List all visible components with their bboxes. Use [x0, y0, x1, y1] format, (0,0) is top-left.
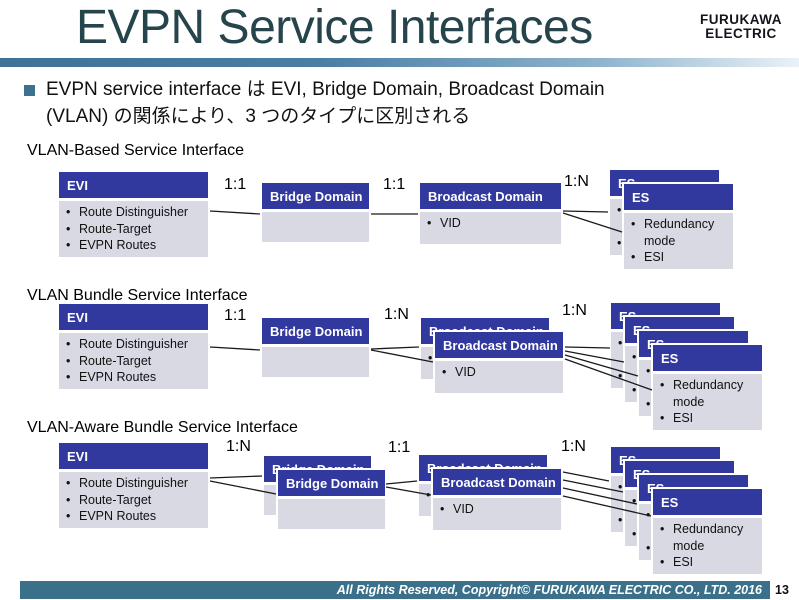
evi-node: EVI Route DistinguisherRoute-TargetEVPN R…: [57, 302, 210, 391]
es-node: ES Redundancy modeESI: [622, 182, 735, 271]
node-bullet-item: Route-Target: [63, 221, 206, 238]
bridge-node: Bridge Domain: [260, 316, 371, 379]
logo-line-2: ELECTRIC: [705, 26, 777, 41]
broadcast-node-body: VID: [435, 361, 563, 393]
es-node-body: Redundancy modeESI: [653, 374, 762, 430]
relation-label: 1:N: [562, 302, 587, 319]
node-bullet-item: Redundancy mode: [628, 216, 731, 249]
es-node: ES Redundancy modeESI: [651, 343, 764, 432]
node-bullet-item: Redundancy mode: [657, 377, 760, 410]
broadcast-node-body: VID: [433, 498, 561, 530]
es-node: ES Redundancy modeESI: [651, 487, 764, 576]
evi-node: EVI Route DistinguisherRoute-TargetEVPN R…: [57, 170, 210, 259]
bridge-node: Bridge Domain: [276, 468, 387, 531]
relation-label: 1:N: [564, 173, 589, 190]
bridge-node-body: [262, 347, 369, 377]
node-bullet-item: Route Distinguisher: [63, 336, 206, 353]
furukawa-electric-logo: FURUKAWA ELECTRIC: [691, 13, 791, 41]
es-node-title: ES: [653, 489, 762, 515]
node-bullet-item: VID: [424, 215, 559, 232]
node-bullet-item: ESI: [657, 554, 760, 571]
bullet-square-icon: [24, 85, 35, 96]
relation-label: 1:1: [224, 307, 247, 324]
es-node-title: ES: [624, 184, 733, 210]
section-label: VLAN Bundle Service Interface: [27, 287, 248, 304]
page-number: 13: [775, 583, 789, 597]
title-underline-bar: [0, 58, 799, 67]
evi-node-body: Route DistinguisherRoute-TargetEVPN Rout…: [59, 201, 208, 257]
relation-label: 1:1: [388, 439, 411, 456]
relation-label: 1:N: [226, 438, 251, 455]
bridge-node: Bridge Domain: [260, 181, 371, 244]
node-bullet-item: Route Distinguisher: [63, 204, 206, 221]
node-bullet-item: EVPN Routes: [63, 508, 206, 525]
es-node-body: Redundancy modeESI: [653, 518, 762, 574]
node-bullet-item: Route-Target: [63, 353, 206, 370]
connector-line: [385, 480, 418, 485]
node-bullet-item: VID: [439, 364, 561, 381]
node-bullet-item: ESI: [628, 249, 731, 266]
evi-node: EVI Route DistinguisherRoute-TargetEVPN R…: [57, 441, 210, 530]
connector-line: [562, 210, 609, 213]
bridge-node-title: Bridge Domain: [262, 318, 369, 344]
bridge-node-body: [278, 499, 385, 529]
copyright-text: All Rights Reserved, Copyright© FURUKAWA…: [336, 583, 762, 597]
broadcast-node-title: Broadcast Domain: [420, 183, 561, 209]
evi-node-body: Route DistinguisherRoute-TargetEVPN Rout…: [59, 472, 208, 528]
connector-line: [209, 475, 263, 479]
relation-label: 1:1: [383, 176, 406, 193]
node-bullet-item: VID: [437, 501, 559, 518]
page-title: EVPN Service Interfaces: [76, 1, 593, 54]
es-node-title: ES: [653, 345, 762, 371]
node-bullet-item: ESI: [657, 410, 760, 427]
connector-line: [209, 210, 261, 215]
logo-line-1: FURUKAWA: [700, 12, 782, 27]
evi-node-title: EVI: [59, 172, 208, 198]
connector-line: [562, 471, 610, 482]
relation-label: 1:1: [224, 176, 247, 193]
bridge-node-title: Bridge Domain: [262, 183, 369, 209]
section-label: VLAN-Based Service Interface: [27, 142, 244, 159]
relation-label: 1:N: [384, 306, 409, 323]
connector-line: [209, 346, 261, 351]
node-bullet-item: EVPN Routes: [63, 369, 206, 386]
connector-line: [370, 346, 420, 350]
footer-bar: All Rights Reserved, Copyright© FURUKAWA…: [20, 581, 770, 599]
connector-line: [564, 346, 611, 349]
broadcast-node: Broadcast DomainVID: [433, 330, 565, 395]
broadcast-node-body: VID: [420, 212, 561, 244]
evi-node-body: Route DistinguisherRoute-TargetEVPN Rout…: [59, 333, 208, 389]
relation-label: 1:N: [561, 438, 586, 455]
node-bullet-item: Route-Target: [63, 492, 206, 509]
es-node-body: Redundancy modeESI: [624, 213, 733, 269]
broadcast-node: Broadcast DomainVID: [431, 467, 563, 532]
intro-text: EVPN service interface は EVI, Bridge Dom…: [46, 79, 605, 127]
node-bullet-item: Redundancy mode: [657, 521, 760, 554]
node-bullet-item: Route Distinguisher: [63, 475, 206, 492]
section-label: VLAN-Aware Bundle Service Interface: [27, 419, 298, 436]
node-bullet-item: EVPN Routes: [63, 237, 206, 254]
bridge-node-title: Bridge Domain: [278, 470, 385, 496]
broadcast-node: Broadcast DomainVID: [418, 181, 563, 246]
broadcast-node-title: Broadcast Domain: [433, 469, 561, 495]
evi-node-title: EVI: [59, 443, 208, 469]
evi-node-title: EVI: [59, 304, 208, 330]
bridge-node-body: [262, 212, 369, 242]
broadcast-node-title: Broadcast Domain: [435, 332, 563, 358]
